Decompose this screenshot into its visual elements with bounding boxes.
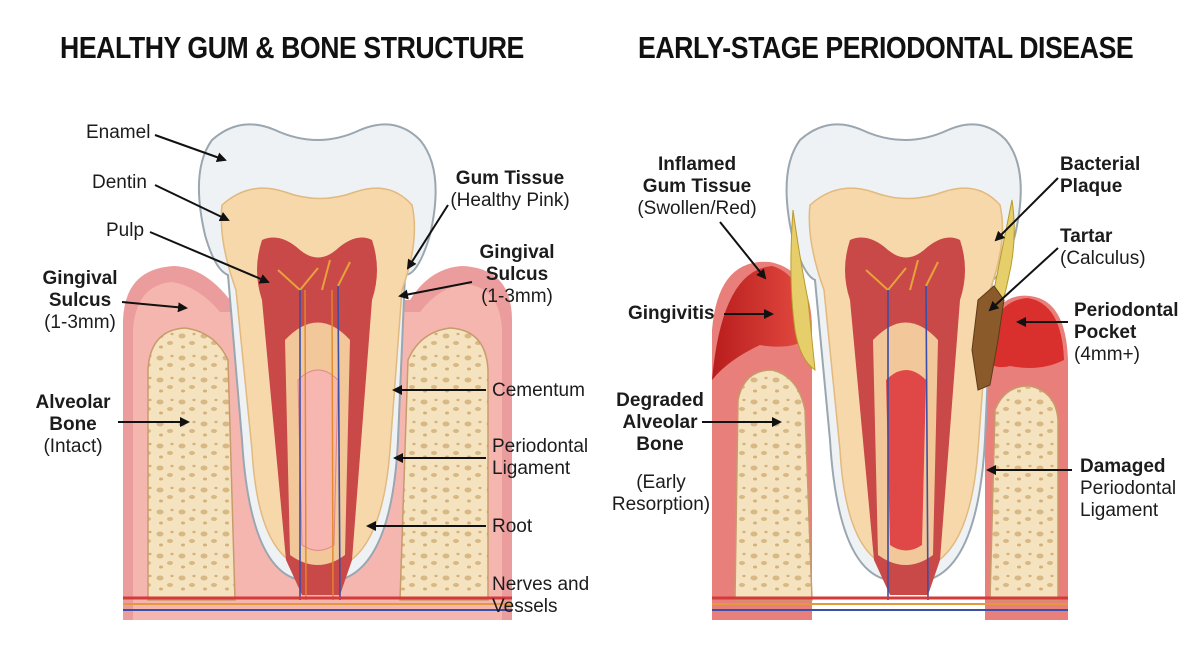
label-pulp: Pulp [106, 220, 145, 241]
label-inflamed-gum: Inflamed Gum Tissue (Swollen/Red) [637, 154, 757, 219]
bacterial-plaque [790, 209, 816, 372]
label-periodontal-ligament: Periodontal Ligament [492, 436, 589, 479]
label-gingivitis: Gingivitis [628, 303, 715, 324]
label-gingival-sulcus-right: Gingival Sulcus (1-3mm) [479, 242, 555, 307]
arrow-tartar [988, 247, 1059, 312]
healthy-tooth-group [123, 123, 512, 620]
title-healthy: HEALTHY GUM & BONE STRUCTURE [60, 30, 524, 65]
label-tartar: Tartar (Calculus) [1060, 226, 1146, 269]
label-periodontal-pocket: Periodontal Pocket (4mm+) [1074, 300, 1179, 365]
arrow-pulp [149, 231, 270, 284]
label-damaged-ligament: Damaged Periodontal Ligament [1080, 456, 1177, 521]
arrow-plaque [994, 177, 1059, 242]
arrow-inflamed [719, 221, 767, 280]
label-degraded-bone: Degraded Alveolar Bone [616, 390, 704, 455]
label-enamel: Enamel [86, 122, 151, 143]
label-bacterial-plaque: Bacterial Plaque [1060, 154, 1141, 197]
label-alveolar-bone: Alveolar Bone (Intact) [35, 392, 111, 457]
label-cementum: Cementum [492, 380, 585, 401]
arrow-dentin [154, 184, 230, 222]
arrow-gum-tissue [406, 204, 449, 270]
label-gingival-sulcus-left: Gingival Sulcus (1-3mm) [42, 268, 118, 333]
diseased-tooth-group [712, 123, 1068, 620]
degraded-bone-right [989, 385, 1059, 601]
label-gum-tissue: Gum Tissue (Healthy Pink) [450, 168, 570, 211]
arrow-sulcus-right [398, 281, 473, 300]
label-root: Root [492, 516, 533, 537]
label-dentin: Dentin [92, 172, 147, 193]
label-nerves-vessels: Nerves and Vessels [492, 574, 590, 617]
label-early-resorption: (Early Resorption) [611, 472, 711, 515]
title-disease: EARLY-STAGE PERIODONTAL DISEASE [638, 30, 1134, 65]
degraded-bone-left [734, 369, 813, 601]
tartar-calculus [971, 285, 1005, 391]
arrow-enamel [154, 134, 227, 163]
healthy-bone-left [147, 327, 236, 601]
healthy-bone-right [399, 327, 489, 601]
arrow-sulcus-left [121, 301, 188, 313]
